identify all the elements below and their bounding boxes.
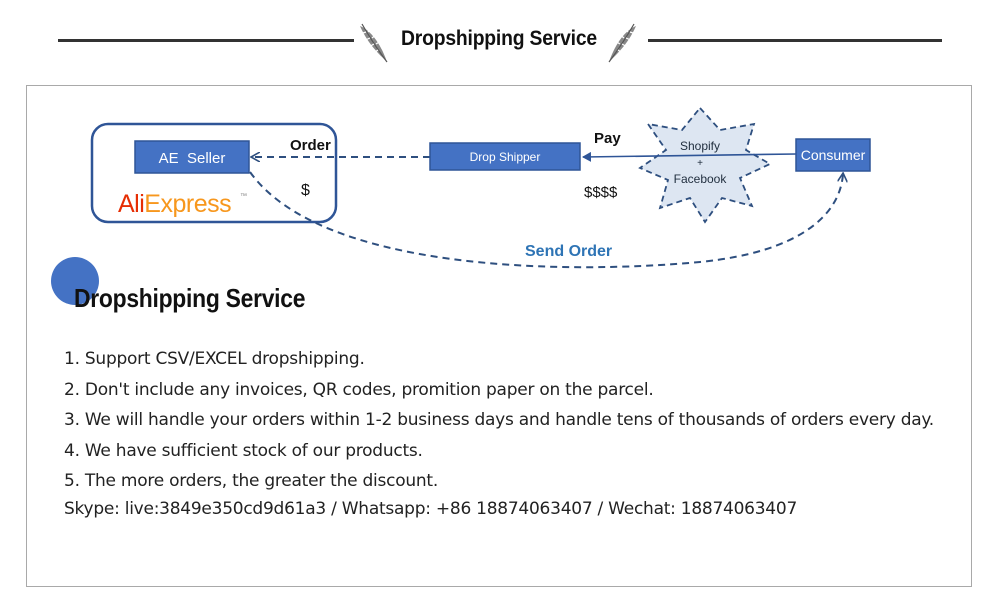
pay-label: Pay xyxy=(594,130,621,147)
shipper-price-label: $$$$ xyxy=(584,184,618,201)
platform-star-badge xyxy=(638,106,772,224)
seller-price-label: $ xyxy=(301,182,310,199)
aliexpress-logo: AliExpress xyxy=(118,190,231,218)
ae-seller-box xyxy=(134,140,250,174)
platform-facebook-label: Facebook xyxy=(674,172,728,186)
dropshipping-flow-diagram: AE Seller AliExpress ™ Order $ Drop Ship… xyxy=(90,106,871,269)
section-title: Dropshipping Service xyxy=(74,283,306,313)
feature-item: 3. We will handle your orders within 1-2… xyxy=(64,410,934,430)
aliexpress-logo-mark: ™ xyxy=(240,193,247,200)
feature-list: 1. Support CSV/EXCEL dropshipping. 2. Do… xyxy=(64,344,934,497)
feature-item: 1. Support CSV/EXCEL dropshipping. xyxy=(64,349,365,369)
content-panel xyxy=(26,85,972,587)
feather-icon xyxy=(359,23,388,63)
section-bullet-circle xyxy=(51,257,99,305)
consumer-box xyxy=(795,138,871,172)
header-rule-left xyxy=(58,39,354,42)
contact-info: Skype: live:3849e350cd9d61a3 / Whatsapp:… xyxy=(64,499,798,519)
ae-seller-label: AE Seller xyxy=(159,150,226,167)
drop-shipper-label: Drop Shipper xyxy=(470,150,541,164)
send-order-arrow xyxy=(249,171,843,269)
platform-plus-label: + xyxy=(697,158,703,169)
send-order-label: Send Order xyxy=(525,243,612,260)
feather-icon xyxy=(608,23,637,63)
pay-arrow xyxy=(582,151,797,162)
drop-shipper-box xyxy=(429,142,581,171)
order-label: Order xyxy=(290,137,331,154)
platform-shopify-label: Shopify xyxy=(680,139,720,153)
consumer-label: Consumer xyxy=(801,147,866,163)
page-title: Dropshipping Service xyxy=(400,27,597,50)
feature-item: 4. We have sufficient stock of our produ… xyxy=(64,440,423,461)
feature-item: 5. The more orders, the greater the disc… xyxy=(64,471,438,491)
feature-item: 2. Don't include any invoices, QR codes,… xyxy=(64,379,654,400)
header-rule-right xyxy=(648,39,942,42)
